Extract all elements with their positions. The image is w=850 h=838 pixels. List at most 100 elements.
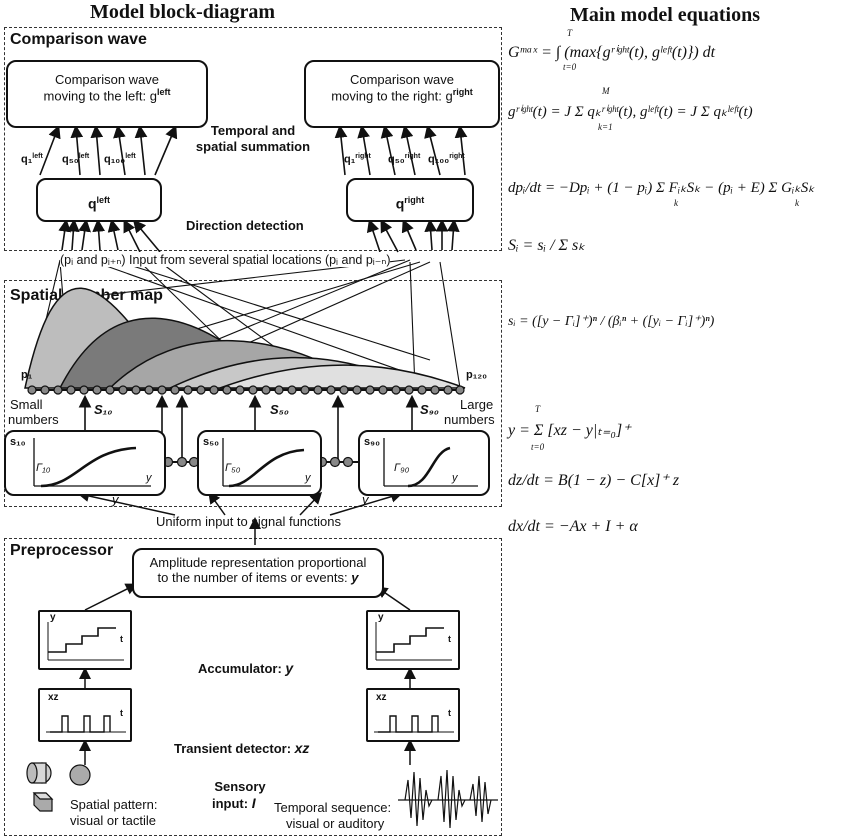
transient-text: Transient detector: [174,741,295,756]
uniform-input-label: Uniform input to signal functions [156,514,341,529]
transient-plot-right: xz t [366,688,460,742]
signal-function-90: s₉₀ Γ₉₀ y [358,430,490,496]
q-label-left-50: q₅₀left [62,153,89,166]
diagram-header: Model block-diagram [90,1,275,23]
acc-y-left: y [50,612,56,623]
amplitude-box: Amplitude representation proportional to… [132,548,384,598]
q-label-left-1: q₁left [21,153,43,166]
temporal-seq-label-1: Temporal sequence: [274,800,392,815]
q-label-right-1-text: q₁ [344,153,356,166]
equation-si: Sᵢ = sᵢ / Σ sₖ [508,237,586,254]
small-numbers-label-2: numbers [8,412,59,427]
spatial-pattern-label-2: visual or tactile [70,813,156,828]
pulses-right [374,715,454,733]
accumulator-plot-right: y t [366,610,460,670]
accumulator-text: Accumulator: [198,661,286,676]
comparison-right-line2-wrap: moving to the right: gright [306,87,498,103]
spatial-pattern-label-1: Spatial pattern: [70,797,158,812]
accumulator-plot-left: y t [38,610,132,670]
equation-s-lower: sᵢ = ([y − Γᵢ]⁺)ⁿ / (βᵢⁿ + ([yᵢ − Γᵢ]⁺)ⁿ… [508,314,715,329]
number-map-section [4,280,502,507]
signal-gamma-90: Γ₉₀ [394,462,410,474]
amplitude-line2-wrap: to the number of items or events: y [134,570,382,585]
amplitude-var: y [351,570,359,585]
equation-dx: dx/dt = −Ax + I + α [508,518,638,535]
q-label-right-1-sup: right [355,153,371,160]
q-label-left-1-sup: left [32,153,43,160]
q-label-right-50-sup: right [404,153,421,160]
comparison-left-line2: moving to the left: g [43,88,157,104]
signal-x-50: y [305,472,311,484]
acc-y-right: y [378,612,384,623]
signal-x-10: y [146,472,152,484]
pulses-left [46,715,126,733]
s50-label: S₅₀ [270,402,289,417]
q-left-sup: left [96,195,111,205]
preprocessor-section-title: Preprocessor [10,542,114,559]
preprocessor-section [4,538,502,836]
q-label-left-100-sup: left [125,153,136,160]
equation-dp-sum1: k [674,198,678,208]
comparison-right-box: Comparison wave moving to the right: gri… [304,60,500,128]
equation-y: y = Σ [xz − y|ₜ₌₀]⁺ [508,422,631,439]
p-end-label: p₁₂₀ [466,369,488,381]
equation-y-top: T [535,404,541,414]
accumulator-label: Accumulator: y [198,660,293,676]
amplitude-line1: Amplitude representation proportional [149,555,367,570]
q-right-box: qright [346,178,474,222]
sensory-label-2: input: I [212,795,256,811]
equation-g-sums: gʳⁱᵍʰᵗ(t) = J Σ qₖʳⁱᵍʰᵗ(t), gˡᵉᶠᵗ(t) = J… [508,104,753,120]
transient-plot-left: xz t [38,688,132,742]
summation-label-2: spatial summation [195,139,311,154]
comparison-section [4,27,502,251]
acc-t-right: t [448,634,451,644]
equation-dp-sum2: k [795,198,799,208]
trans-xz-right: xz [376,692,387,703]
q-label-right-100: q₁₀₀right [428,153,465,166]
small-numbers-label-1: Small [10,397,43,412]
q-label-right-100-sup: right [449,153,465,160]
equation-gmax-int-top: T [567,28,573,38]
s90-label: S₉₀ [420,402,439,417]
accumulator-var: y [285,660,294,676]
q-label-right-1: q₁right [344,153,371,166]
signal-gamma-50: Γ₅₀ [225,462,241,474]
p-start-label: p₁ [21,369,33,381]
signal-gamma-10: Γ₁₀ [36,462,51,474]
signal-function-50: s₅₀ Γ₅₀ y [197,430,322,496]
q-label-left-50-text: q₅₀ [62,153,79,166]
equation-y-bottom: t=0 [531,442,545,452]
trans-t-right: t [448,708,451,718]
signal-s-10: s₁₀ [10,436,26,448]
comparison-left-line1: Comparison wave [54,72,160,87]
large-numbers-label-2: numbers [444,412,495,427]
signal-s-90: s₉₀ [364,436,381,448]
input-locations-label: (pᵢ and pᵢ₊ₙ) Input from several spatial… [60,252,391,267]
sigmoid-curve-50 [222,438,311,488]
q-label-right-100-text: q₁₀₀ [428,153,450,166]
q-label-left-100-text: q₁₀₀ [104,153,126,166]
equation-g-sum-bottom: k=1 [598,122,613,132]
direction-detection-label: Direction detection [186,218,304,233]
q-label-right-50: q₅₀right [388,153,420,166]
q-label-left-1-text: q₁ [21,153,33,166]
comparison-left-sup: left [156,87,171,97]
large-numbers-label-1: Large [460,397,494,412]
signal-x-90: y [452,472,458,484]
transient-var: xz [294,740,310,756]
s10-label: S₁₀ [94,402,113,417]
sensory-text: input: [212,796,252,811]
signal-s-50: s₅₀ [203,436,220,448]
equation-gmax-int-bottom: t=0 [563,62,577,72]
sensory-var: I [251,795,256,811]
q-right-sup: right [404,195,425,205]
sigmoid-curve-90 [383,438,478,488]
q-left-box: qleft [36,178,162,222]
staircase-left [47,622,124,661]
comparison-left-line2-wrap: moving to the left: gleft [8,87,206,103]
summation-label-1: Temporal and [210,123,296,138]
comparison-right-sup: right [452,87,473,97]
input-y-left: y [112,492,119,507]
signal-function-10: s₁₀ Γ₁₀ y [4,430,166,496]
sensory-label-1: Sensory [214,779,266,794]
